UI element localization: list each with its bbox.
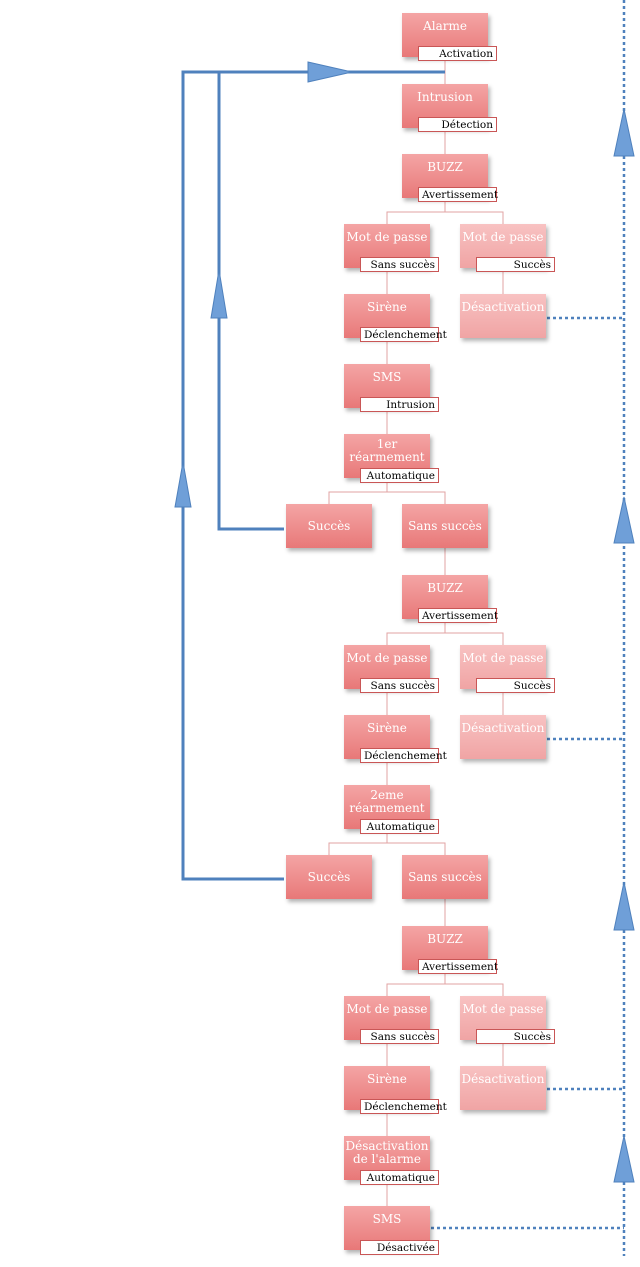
- node-title: Mot de passe: [462, 230, 544, 244]
- node-failure-2: Sans succès: [402, 855, 488, 899]
- loop-arrow-up-icon: [210, 269, 228, 319]
- node-title: Sirène: [367, 721, 407, 735]
- dotted-arrow-up-icon: [613, 1135, 635, 1183]
- node-success-1: Succès: [286, 504, 372, 548]
- node-tag: Avertissement: [418, 187, 498, 202]
- node-tag: Désactivée: [360, 1240, 439, 1255]
- loop-arrows: [174, 61, 353, 508]
- node-tag: Succès: [476, 257, 555, 272]
- node-title: Succès: [307, 518, 351, 533]
- node-tag: Détection: [418, 117, 497, 132]
- node-title: Sans succès: [408, 869, 482, 884]
- node-tag: Automatique: [360, 468, 439, 483]
- node-tag: Déclenchement: [360, 748, 447, 763]
- dotted-arrows: [613, 108, 635, 1183]
- node-title: 2eme réarmement: [349, 788, 425, 815]
- node-tag: Sans succès: [360, 257, 439, 272]
- node-title: Mot de passe: [346, 1002, 428, 1016]
- node-tag: Automatique: [360, 819, 439, 834]
- dotted-lines: [431, 0, 626, 1256]
- node-title: Désactivation: [461, 721, 545, 735]
- node-title: Désactivation: [461, 1072, 545, 1086]
- tree-connectors: [328, 57, 504, 1206]
- node-deactivation-3: Désactivation: [460, 1066, 546, 1110]
- node-tag: Succès: [476, 1029, 555, 1044]
- node-title: Mot de passe: [462, 651, 544, 665]
- node-failure-1: Sans succès: [402, 504, 488, 548]
- node-title: Mot de passe: [346, 651, 428, 665]
- node-title: Sirène: [367, 1072, 407, 1086]
- node-deactivation-2: Désactivation: [460, 715, 546, 759]
- node-title: SMS: [372, 370, 402, 384]
- node-tag: Succès: [476, 678, 555, 693]
- node-tag: Avertissement: [418, 959, 498, 974]
- node-title: Désactivation: [461, 300, 545, 314]
- node-tag: Déclenchement: [360, 327, 447, 342]
- node-tag: Sans succès: [360, 1029, 439, 1044]
- loop-arrow-up-icon: [174, 461, 192, 508]
- loop-arrow-right-icon: [307, 61, 353, 83]
- node-deactivation-1: Désactivation: [460, 294, 546, 338]
- dotted-arrow-up-icon: [613, 496, 635, 544]
- node-tag: Intrusion: [360, 397, 439, 412]
- node-title: 1er réarmement: [349, 437, 425, 464]
- node-title: BUZZ: [427, 932, 463, 946]
- node-title: Intrusion: [417, 90, 473, 104]
- node-tag: Activation: [418, 46, 497, 61]
- node-title: Mot de passe: [346, 230, 428, 244]
- dotted-arrow-up-icon: [613, 881, 635, 931]
- node-title: Succès: [307, 869, 351, 884]
- node-tag: Déclenchement: [360, 1099, 447, 1114]
- node-title: Désactivation de l'alarme: [345, 1139, 429, 1166]
- node-title: BUZZ: [427, 581, 463, 595]
- node-title: SMS: [372, 1212, 402, 1226]
- node-tag: Avertissement: [418, 608, 498, 623]
- node-success-2: Succès: [286, 855, 372, 899]
- node-title: Sans succès: [408, 518, 482, 533]
- node-tag: Sans succès: [360, 678, 439, 693]
- node-title: Sirène: [367, 300, 407, 314]
- node-title: Mot de passe: [462, 1002, 544, 1016]
- node-tag: Automatique: [360, 1170, 439, 1185]
- node-title: BUZZ: [427, 160, 463, 174]
- node-title: Alarme: [423, 19, 467, 33]
- dotted-arrow-up-icon: [613, 108, 635, 157]
